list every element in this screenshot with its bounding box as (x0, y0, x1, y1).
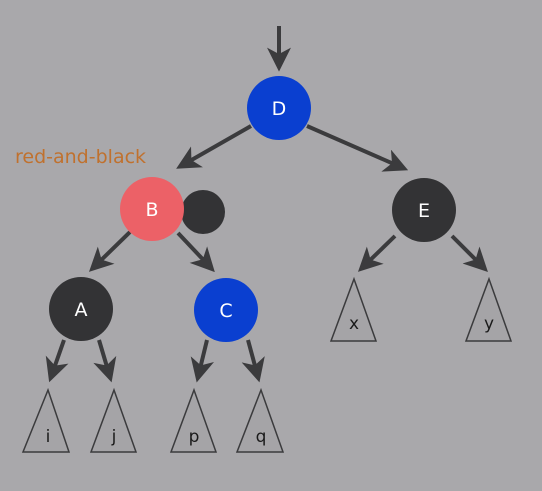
edge-b-a (88, 230, 132, 272)
subtree-j: j (89, 387, 138, 453)
node-b-label: B (145, 199, 158, 221)
node-c-label: C (219, 300, 232, 322)
edge-d-b (176, 124, 252, 169)
subtree-j-label: j (111, 427, 117, 447)
subtree-i: i (21, 387, 71, 453)
edge-e-x (357, 234, 397, 272)
node-a: A (49, 277, 113, 341)
subtree-x-label: x (349, 314, 359, 334)
subtree-p: p (169, 387, 218, 453)
node-d-label: D (272, 98, 287, 120)
node-d: D (247, 76, 311, 140)
red-and-black-annotation: red-and-black (15, 146, 146, 168)
edge-d-e (306, 124, 409, 172)
subtree-y-label: y (484, 314, 494, 334)
node-e-label: E (418, 200, 430, 222)
node-c: C (194, 278, 258, 342)
subtree-q: q (235, 387, 285, 453)
edge-c-q (241, 339, 265, 383)
subtree-p-label: p (189, 427, 200, 447)
subtree-q-label: q (256, 427, 267, 447)
edge-b-c (176, 231, 215, 273)
node-a-label: A (75, 299, 88, 321)
edge-c-p (190, 339, 215, 383)
edge-layer (45, 124, 488, 383)
subtree-y: y (464, 276, 513, 342)
edge-a-j (93, 339, 117, 383)
edge-a-i (45, 339, 69, 383)
subtree-i-label: i (46, 427, 51, 447)
subtree-x: x (329, 276, 378, 342)
extra-black-token (181, 190, 225, 234)
edge-e-y (450, 234, 488, 272)
node-b: B (120, 177, 184, 241)
node-e: E (392, 178, 456, 242)
